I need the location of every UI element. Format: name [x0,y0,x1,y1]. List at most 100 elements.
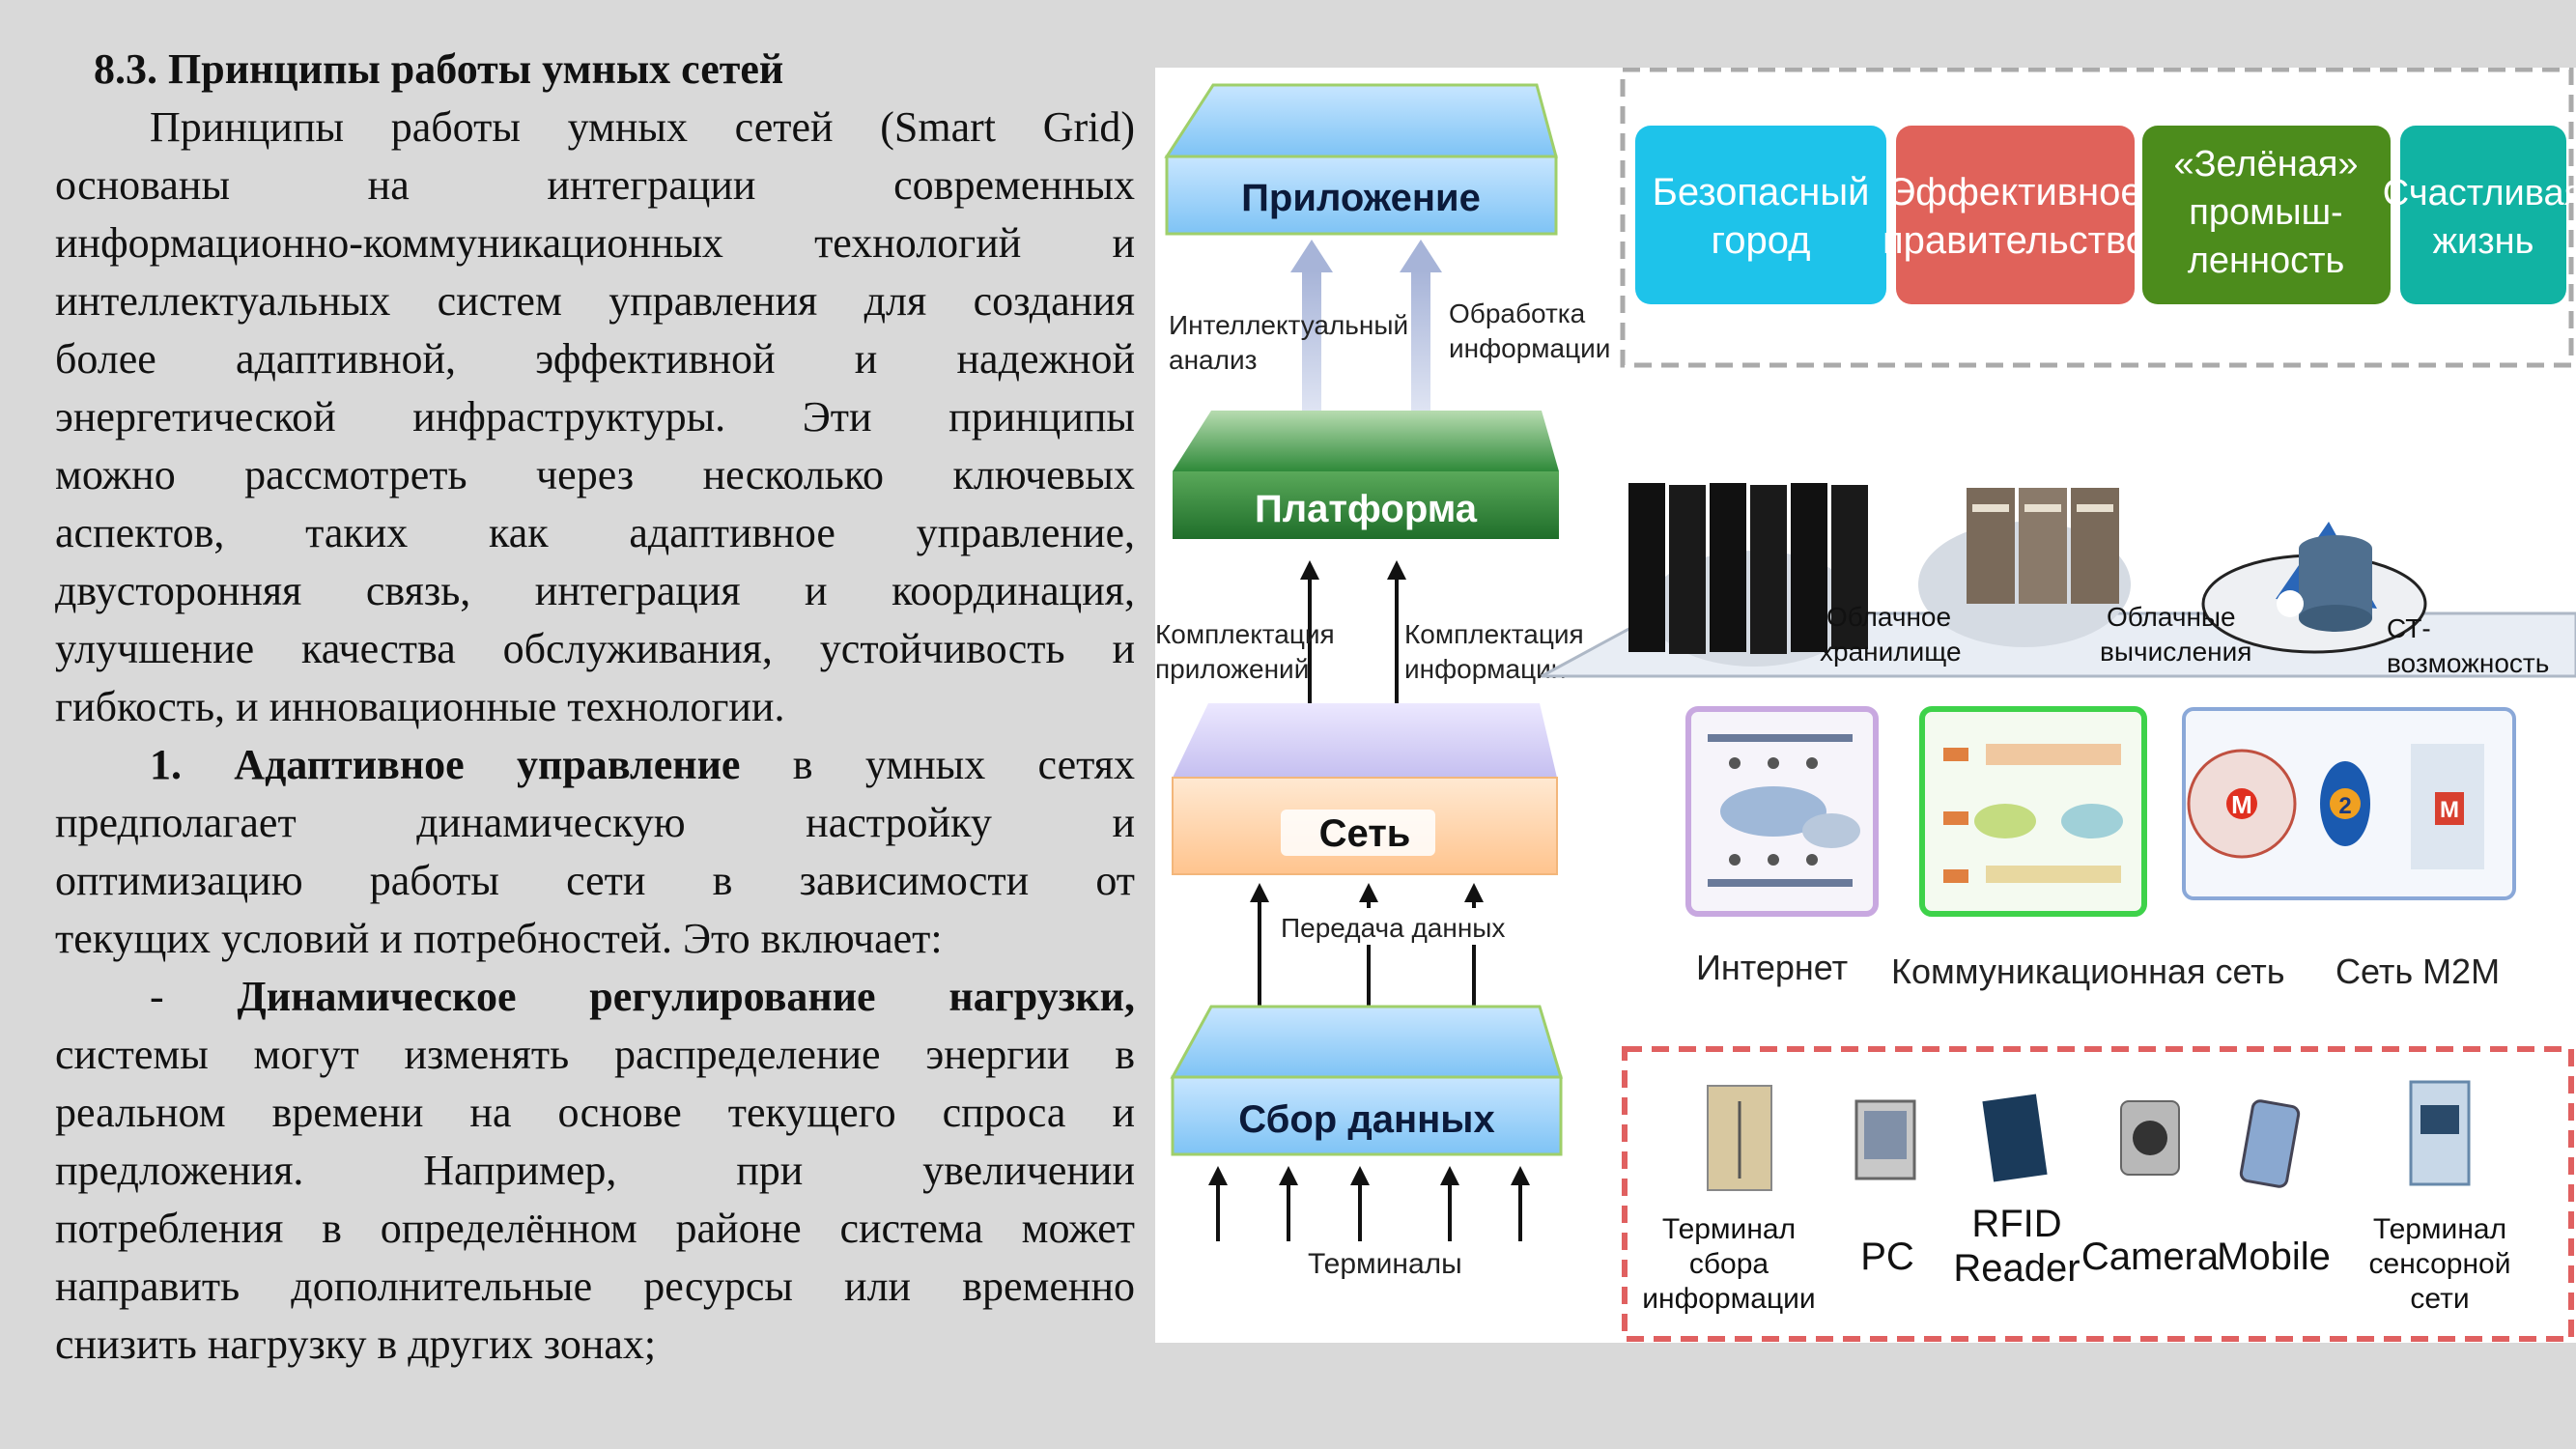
text-line: реальном времени на основе текущего спро… [55,1089,1135,1136]
svg-text:жизнь: жизнь [2433,221,2534,262]
label-m2m-network: Сеть M2M [2335,952,2500,991]
device-mobile: Mobile [2217,1099,2331,1278]
cloud-platform: Облачное хранилище Облачные вычисления С… [1541,483,2576,678]
layer-label: Приложение [1241,177,1481,219]
text-line: энергетической инфраструктуры. Эти принц… [55,393,1135,440]
label-processing: Обработка [1449,298,1586,328]
svg-text:Camera: Camera [2081,1236,2220,1278]
capability-icon [2276,522,2377,632]
svg-text:промыш-: промыш- [2189,192,2342,233]
svg-text:Терминал: Терминал [2373,1213,2506,1245]
m2m-letter: M [2440,797,2459,823]
point-1-text: в умных сетях [740,741,1135,788]
text-line: основаны на интеграции современных [55,161,1135,209]
text-line: потребления в определённом районе систем… [55,1205,1135,1252]
svg-text:PC: PC [1860,1236,1914,1278]
text-line: более адаптивной, эффективной и надежной [55,335,1135,383]
communication-network-panel [1919,706,2147,917]
m2m-letter: M [2231,790,2252,819]
text-line: аспектов, таких как адаптивное управлени… [55,509,1135,556]
label-capability: СТ- [2387,613,2431,643]
label-data-transfer: Передача данных [1281,913,1505,943]
dash: - [150,973,238,1020]
text-line: двусторонняя связь, интеграция и координ… [55,567,1135,614]
label-intel: Интеллектуальный [1169,310,1408,340]
text-line: предложения. Например, при увеличении [55,1147,1135,1194]
text-line: предполагает динамическую настройку и [55,799,1135,846]
layer-network: Сеть [1172,703,1558,875]
device-pc: PC [1854,1099,1916,1278]
app-tile-happy-life: Счастливая жизнь [2383,126,2576,304]
thick-arrows [1290,240,1442,449]
label-info-completion: Комплектация [1404,619,1584,649]
svg-text:Терминал: Терминал [1662,1213,1796,1245]
text-line: можно рассмотреть через несколько ключев… [55,451,1135,498]
text-line: гибкость, и инновационные технологии. [55,683,785,730]
text-line: оптимизацию работы сети в зависимости от [55,857,1135,904]
label-processing: информации [1449,333,1610,363]
svg-text:Reader: Reader [1953,1247,2080,1290]
svg-text:Счастливая: Счастливая [2383,173,2576,213]
text-line: снизить нагрузку в других зонах; [55,1321,657,1368]
devices-dashed-frame [1622,1046,2574,1342]
m2m-network-panel: M 2 M [2182,707,2516,900]
point-1-line: 1. Адаптивное управление в умных сетях [55,736,1135,794]
architecture-diagram: Приложение Интеллектуальный анализ Обраб… [1155,68,2576,1342]
device-sensor-terminal: Терминал сенсорной сети [2369,1080,2511,1315]
text-line: системы могут изменять распределение эне… [55,1031,1135,1078]
device-data-terminal: Терминал сбора информации [1642,1085,1816,1315]
svg-text:Mobile: Mobile [2217,1236,2331,1278]
mobile-icon [2239,1099,2301,1188]
label-terminals: Терминалы [1308,1248,1462,1280]
label-cloud-computing: Облачные [2107,602,2236,632]
svg-text:Безопасный: Безопасный [1653,171,1870,213]
point-1-title: 1. Адаптивное управление [150,741,741,788]
m2m-number: 2 [2338,793,2351,819]
device-rfid-reader: RFID Reader [1953,1094,2081,1290]
label-app-completion: приложений [1155,654,1309,684]
architecture-figure: Приложение Интеллектуальный анализ Обраб… [1155,68,2576,1343]
text-line: текущих условий и потребностей. Это вклю… [55,915,943,962]
svg-text:ленность: ленность [2188,241,2345,281]
app-tile-safe-city: Безопасный город [1635,126,1886,304]
sub-point-title: Динамическое регулирование нагрузки, [237,973,1135,1020]
layer-label: Сеть [1319,812,1411,855]
storage-cabinet-icon [1967,488,2119,604]
device-camera: Camera [2081,1100,2220,1278]
apps-dashed-frame [1620,68,2574,368]
label-cloud-computing: вычисления [2100,637,2251,667]
svg-text:информации: информации [1642,1283,1815,1315]
text-line: информационно-коммуникационных технологи… [55,219,1135,267]
svg-text:город: город [1712,219,1811,262]
label-cloud-storage: Облачное [1826,602,1951,632]
layer-application: Приложение [1164,83,1558,236]
svg-text:сенсорной: сенсорной [2369,1248,2511,1280]
layer-data-collection: Сбор данных [1170,1005,1564,1156]
text-line: Принципы работы умных сетей (Smart Grid) [150,103,1135,151]
rfid-reader-icon [1982,1094,2048,1182]
app-tile-effective-government: Эффективное правительство [1882,126,2147,304]
text-line: направить дополнительные ресурсы или вре… [55,1263,1135,1310]
label-intel: анализ [1169,345,1257,375]
layer-label: Платформа [1255,488,1478,530]
layer-label: Сбор данных [1238,1098,1494,1141]
app-tile-green-industry: «Зелёная» промыш- ленность [2142,126,2391,304]
sub-point-line: - Динамическое регулирование нагрузки, [55,968,1135,1026]
label-capability: возможность [2387,648,2549,678]
layer-platform: Платформа [1173,411,1559,539]
label-cloud-storage: хранилище [1820,637,1962,667]
svg-text:RFID: RFID [1971,1203,2061,1245]
svg-text:Эффективное: Эффективное [1887,171,2141,213]
svg-text:«Зелёная»: «Зелёная» [2173,144,2358,185]
label-communication-network: Коммуникационная сеть [1891,952,2285,991]
label-app-completion: Комплектация [1155,619,1335,649]
svg-text:сбора: сбора [1689,1248,1769,1280]
terminal-arrows [1208,1166,1530,1241]
label-internet: Интернет [1696,948,1848,987]
section-heading: 8.3. Принципы работы умных сетей [94,45,784,93]
text-column: 8.3. Принципы работы умных сетей Принцип… [55,41,1135,1374]
internet-panel [1685,706,1879,917]
svg-text:сети: сети [2410,1283,2469,1315]
label-info-completion: информации [1404,654,1566,684]
svg-text:правительство: правительство [1882,219,2147,262]
